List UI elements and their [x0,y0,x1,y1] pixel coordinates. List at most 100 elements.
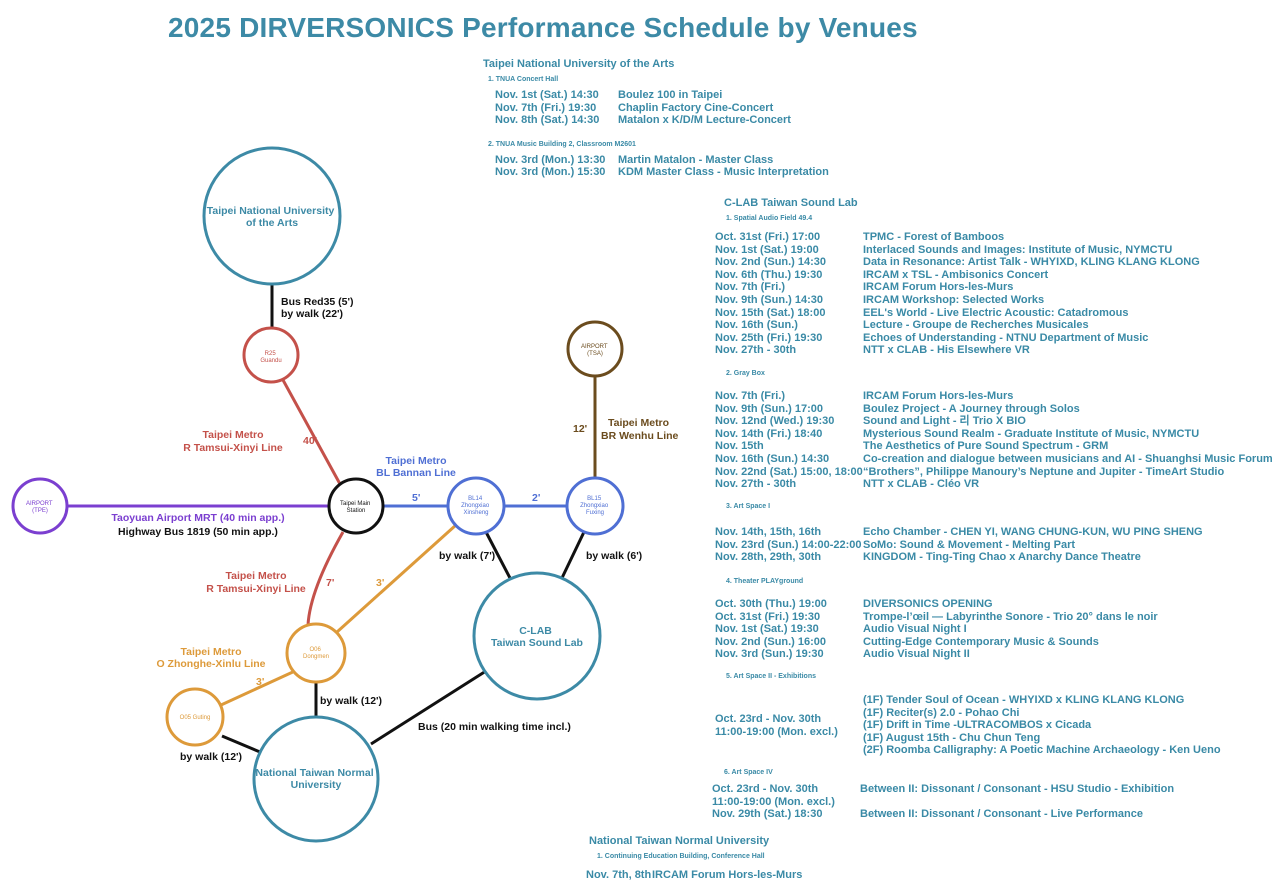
schedule-ntnu: National Taiwan Normal University 1. Con… [589,835,769,860]
node-r25-label: R25 Guandu [260,351,281,364]
node-main-station-label: Taipei Main Station [340,501,372,514]
label-time-3b: 3' [256,676,264,688]
venue-clab-theater-name: 4. Theater PLAYground [726,578,804,585]
node-ntnu[interactable] [252,715,380,843]
line-bl14-clab [484,531,513,581]
venue-clab-art-space-4-name: 6. Art Space IV [724,769,773,776]
venue-tnua-concert-hall: 1. TNUA Concert Hall [488,76,559,83]
label-zhonghe-b: O Zhonghe-Xinlu Line [156,658,265,670]
exhibition-dates: Oct. 23rd - Nov. 30th 11:00-19:00 (Mon. … [715,713,838,738]
table-row[interactable]: 11:00-19:00 (Mon. excl.) [712,795,835,808]
venue-clab-gray-box: 2. Gray Box [726,370,765,377]
node-tsa[interactable] [566,320,624,378]
line-bl14-o06 [335,523,458,634]
line-main-o06 [306,531,345,626]
line-bl15-clab [559,531,586,581]
line-o06-o05 [220,669,296,707]
venue-clab-art-space-1: 3. Art Space I [726,503,770,510]
label-walk-12b: by walk (12') [180,751,242,763]
exhibition-items: (1F) Tender Soul of Ocean - WHYIXD x KLI… [863,694,1221,757]
table-row[interactable]: Nov. 7th (Fri.)IRCAM Forum Hors-les-Murs [715,281,1014,294]
label-time-7: 7' [326,577,334,589]
exhibition-hours: 11:00-19:00 (Mon. excl.) [715,725,838,738]
node-o05[interactable] [165,687,225,747]
schedule-clab: C-LAB Taiwan Sound Lab [724,197,858,209]
label-bus-20: Bus (20 min walking time incl.) [418,721,571,733]
label-time-5: 5' [412,492,420,504]
node-bl14[interactable] [446,476,506,536]
table-row[interactable]: Nov. 22nd (Sat.) 15:00, 18:00“Brothers”,… [715,465,1225,478]
label-tamsui-2-b: R Tamsui-Xinyi Line [206,583,306,595]
list-item[interactable]: (1F) Tender Soul of Ocean - WHYIXD x KLI… [863,694,1185,706]
label-time-3a: 3' [376,577,384,589]
node-bl14-label: BL14 Zhongxiao Xinsheng [461,496,491,516]
node-main-station[interactable] [327,477,385,535]
venue-clab-art-space-2: 5. Art Space II - Exhibitions [726,673,816,680]
node-bl15[interactable] [565,476,625,536]
line-r25-main [281,379,342,485]
node-o06[interactable] [285,622,347,684]
node-bl15-label: BL15 Zhongxiao Fuxing [580,496,610,516]
label-bannan-b: BL Bannan Line [376,467,456,479]
list-item[interactable]: (1F) August 15th - Chu Chun Teng [863,731,1041,744]
venue-tnua-music-building: 2. TNUA Music Building 2, Classroom M260… [488,140,636,148]
schedule-tnua-title: Taipei National University of the Arts [483,58,675,70]
label-time-40: 40' [303,435,317,447]
list-item[interactable]: (2F) Roomba Calligraphy: A Poetic Machin… [863,744,1221,757]
label-tamsui-1-a: Taipei Metro [202,429,263,441]
label-bus-red35: Bus Red35 (5') [281,296,354,308]
label-walk-6: by walk (6') [586,550,642,562]
label-tamsui-2-a: Taipei Metro [225,570,286,582]
list-item[interactable]: (1F) Drift in Time -ULTRACOMBOS x Cicada [863,719,1092,732]
schedule-clab-title: C-LAB Taiwan Sound Lab [724,197,858,209]
node-o05-label: O05 Guting [180,715,211,721]
node-r25[interactable] [242,326,300,384]
table-row[interactable]: Nov. 7th (Fri.)IRCAM Forum Hors-les-Murs [715,390,1014,402]
venue-clab-spatial-audio-name: 1. Spatial Audio Field 49.4 [726,215,813,222]
node-tnua-label: Taipei National University of the Arts [207,205,338,229]
node-ntnu-label: National Taiwan Normal University [255,767,376,791]
label-walk-12a: by walk (12') [320,695,382,707]
table-row[interactable]: Nov. 16th (Sun.)Lecture - Groupe de Rech… [715,319,1089,332]
list-item[interactable]: (1F) Reciter(s) 2.0 - Pohao Chi [863,706,1020,719]
node-clab[interactable] [472,571,602,701]
node-tnua[interactable] [202,146,342,286]
schedule-tnua: Taipei National University of the Arts 1… [483,58,829,179]
label-highway-bus: Highway Bus 1819 (50 min app.) [118,526,278,538]
node-tpe[interactable] [11,477,69,535]
